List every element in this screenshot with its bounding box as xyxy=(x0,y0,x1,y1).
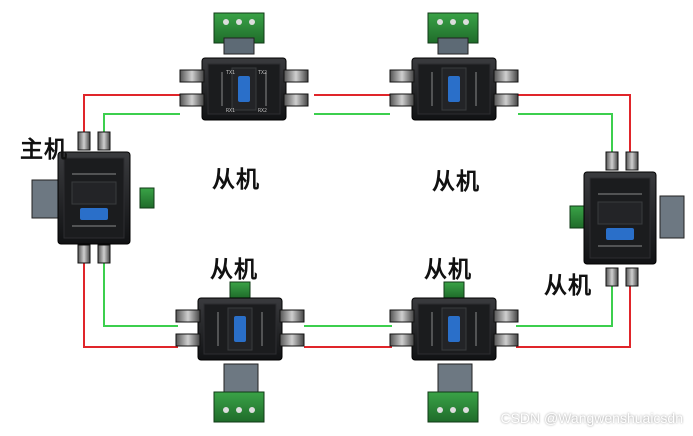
slave-device-bottom-right xyxy=(389,281,519,423)
slave-label-bottom-right: 从机 xyxy=(424,257,472,283)
svg-text:TX2: TX2 xyxy=(258,70,267,76)
slave-label-right: 从机 xyxy=(544,273,592,299)
master-device xyxy=(31,131,155,264)
slave-label-top-right: 从机 xyxy=(432,169,480,195)
slave-label-bottom-left: 从机 xyxy=(210,257,258,283)
green-fiber-right-bottom xyxy=(516,280,613,327)
green-fiber-top xyxy=(103,113,180,145)
svg-text:RX1: RX1 xyxy=(226,108,235,114)
green-fiber-left-bottom xyxy=(103,262,178,327)
slave-device-right xyxy=(569,151,685,287)
master-label: 主机 xyxy=(20,137,68,163)
red-fiber-top xyxy=(83,94,180,145)
green-fiber-right-top xyxy=(518,113,613,157)
slave-label-top-left: 从机 xyxy=(212,167,260,193)
slave-device-top-left: TX1 TX2 RX1 RX2 xyxy=(179,12,309,121)
red-fiber-left-bottom xyxy=(83,262,178,348)
red-fiber-right-top xyxy=(518,94,631,157)
slave-device-bottom-left xyxy=(175,281,305,423)
svg-text:RX2: RX2 xyxy=(258,108,267,114)
csdn-watermark: CSDN @Wangwenshuaicsdn xyxy=(500,410,683,426)
device-port-labels: TX1 TX2 RX1 RX2 xyxy=(226,70,267,114)
slave-device-top-right xyxy=(389,12,519,121)
svg-text:TX1: TX1 xyxy=(226,70,235,76)
red-fiber-right-bottom xyxy=(516,280,631,348)
